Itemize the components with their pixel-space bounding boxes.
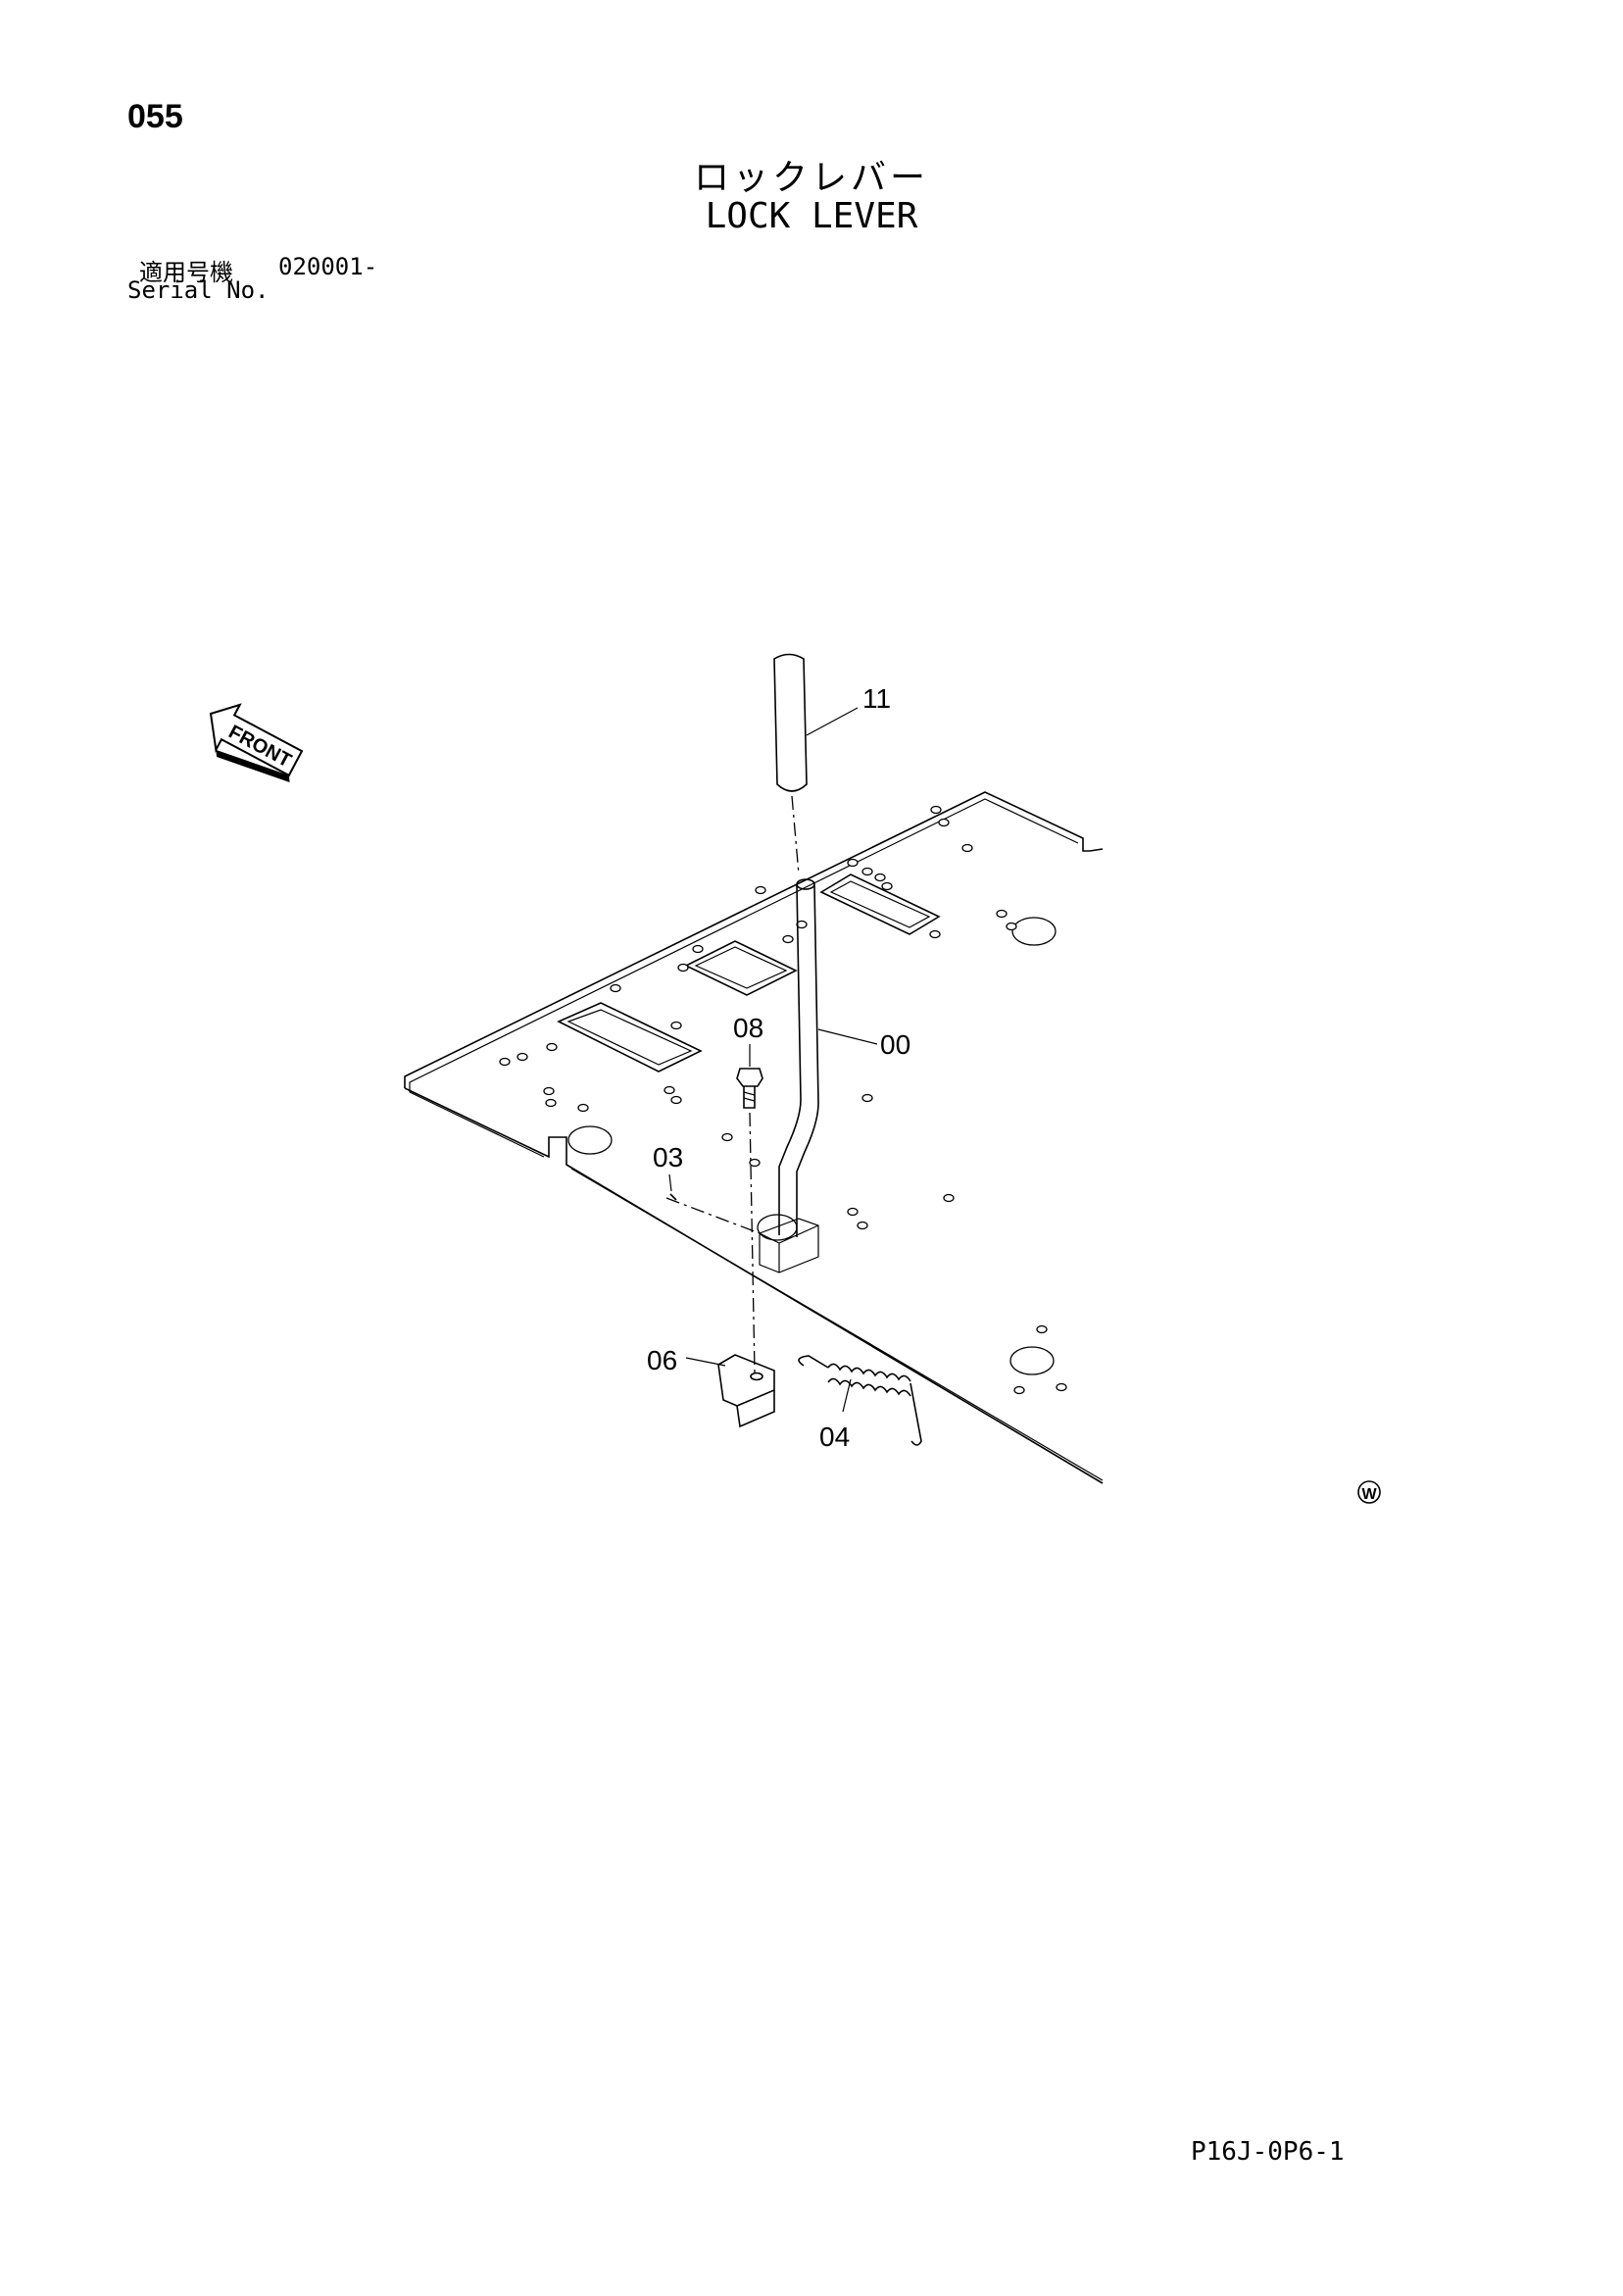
lock-lever — [759, 878, 819, 1273]
callout-11: 11 — [862, 683, 891, 714]
plate-hole — [757, 1214, 798, 1241]
callout-06: 06 — [647, 1345, 677, 1375]
plate-small-holes — [499, 805, 1067, 1395]
callout-04: 04 — [819, 1422, 850, 1452]
page-number: 055 — [127, 98, 183, 135]
title-english: LOCK LEVER — [705, 196, 918, 236]
pin — [665, 1197, 761, 1234]
bolt — [736, 1068, 763, 1109]
serial-label-japanese: 適用号機 — [139, 259, 233, 286]
bolt-center-line — [749, 1112, 756, 1373]
drawing-code: P16J-0P6-1 — [1191, 2137, 1345, 2167]
callout-00: 00 — [880, 1029, 910, 1060]
tension-spring — [798, 1355, 922, 1446]
plate-hole — [1011, 917, 1057, 946]
floor-plate — [404, 791, 1104, 1484]
serial-range: 020001- — [278, 253, 378, 280]
watermark-w-icon: W — [1357, 1480, 1381, 1504]
grip-center-line — [791, 795, 800, 875]
callout-08: 08 — [733, 1013, 763, 1043]
title-japanese: ロックレバー — [693, 158, 929, 198]
front-arrow-icon: FRONT — [209, 703, 304, 783]
lever-grip — [773, 653, 808, 792]
plate-cutout — [819, 873, 941, 935]
plate-cutout — [557, 1002, 703, 1073]
plate-cutout — [684, 940, 798, 996]
plate-hole — [567, 1125, 613, 1155]
leader-lines — [668, 707, 878, 1413]
svg-text:W: W — [1361, 1486, 1377, 1503]
plate-hole — [1009, 1346, 1055, 1375]
pin-head — [669, 1193, 677, 1201]
spring-bracket — [717, 1354, 775, 1428]
serial-label-english: Serial No. — [127, 276, 270, 304]
callout-03: 03 — [653, 1142, 683, 1173]
